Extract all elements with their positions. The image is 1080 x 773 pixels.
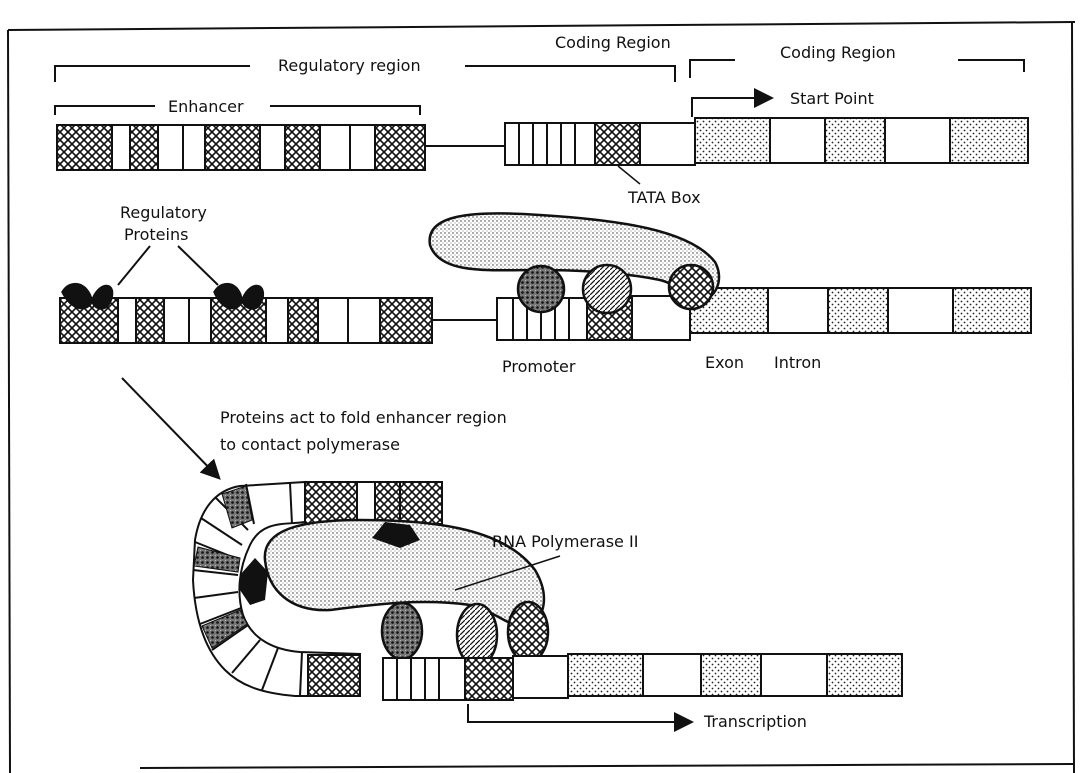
transcription-factor-hatched-row3 <box>457 604 497 666</box>
transcription-factor-crosshatched-row3 <box>508 602 548 662</box>
transcription-factor-dark <box>518 266 564 312</box>
dna-strand-row1 <box>57 118 1028 170</box>
bracket-coding-region <box>690 60 1024 78</box>
transcription-factor-dark-row3 <box>382 603 422 659</box>
regulatory-protein-pointers <box>118 246 218 285</box>
label-intron: Intron <box>774 353 821 372</box>
label-regulatory-proteins-1: Regulatory <box>120 203 207 222</box>
label-rna-polymerase: RNA Polymerase II <box>492 532 638 551</box>
label-fold-caption-1: Proteins act to fold enhancer region <box>220 408 507 427</box>
label-start-point: Start Point <box>790 89 874 108</box>
label-transcription: Transcription <box>703 712 807 731</box>
label-fold-caption-2: to contact polymerase <box>220 435 400 454</box>
label-regulatory-region: Regulatory region <box>278 56 421 75</box>
transcription-factor-crosshatched <box>669 265 713 309</box>
tata-box-pointer <box>618 166 640 184</box>
label-promoter: Promoter <box>502 357 576 376</box>
label-coding-region-2: Coding Region <box>780 43 896 62</box>
transcription-arrow <box>468 704 690 722</box>
fold-arrow <box>122 378 218 477</box>
enhancer-protein-left <box>240 558 268 605</box>
label-enhancer: Enhancer <box>168 97 244 116</box>
transcription-factor-hatched <box>583 265 631 313</box>
dna-strand-row3 <box>383 654 902 700</box>
label-tata-box: TATA Box <box>627 188 701 207</box>
label-coding-region-1: Coding Region <box>555 33 671 52</box>
label-exon: Exon <box>705 353 744 372</box>
label-regulatory-proteins-2: Proteins <box>124 225 188 244</box>
start-point-arrow <box>692 98 770 117</box>
